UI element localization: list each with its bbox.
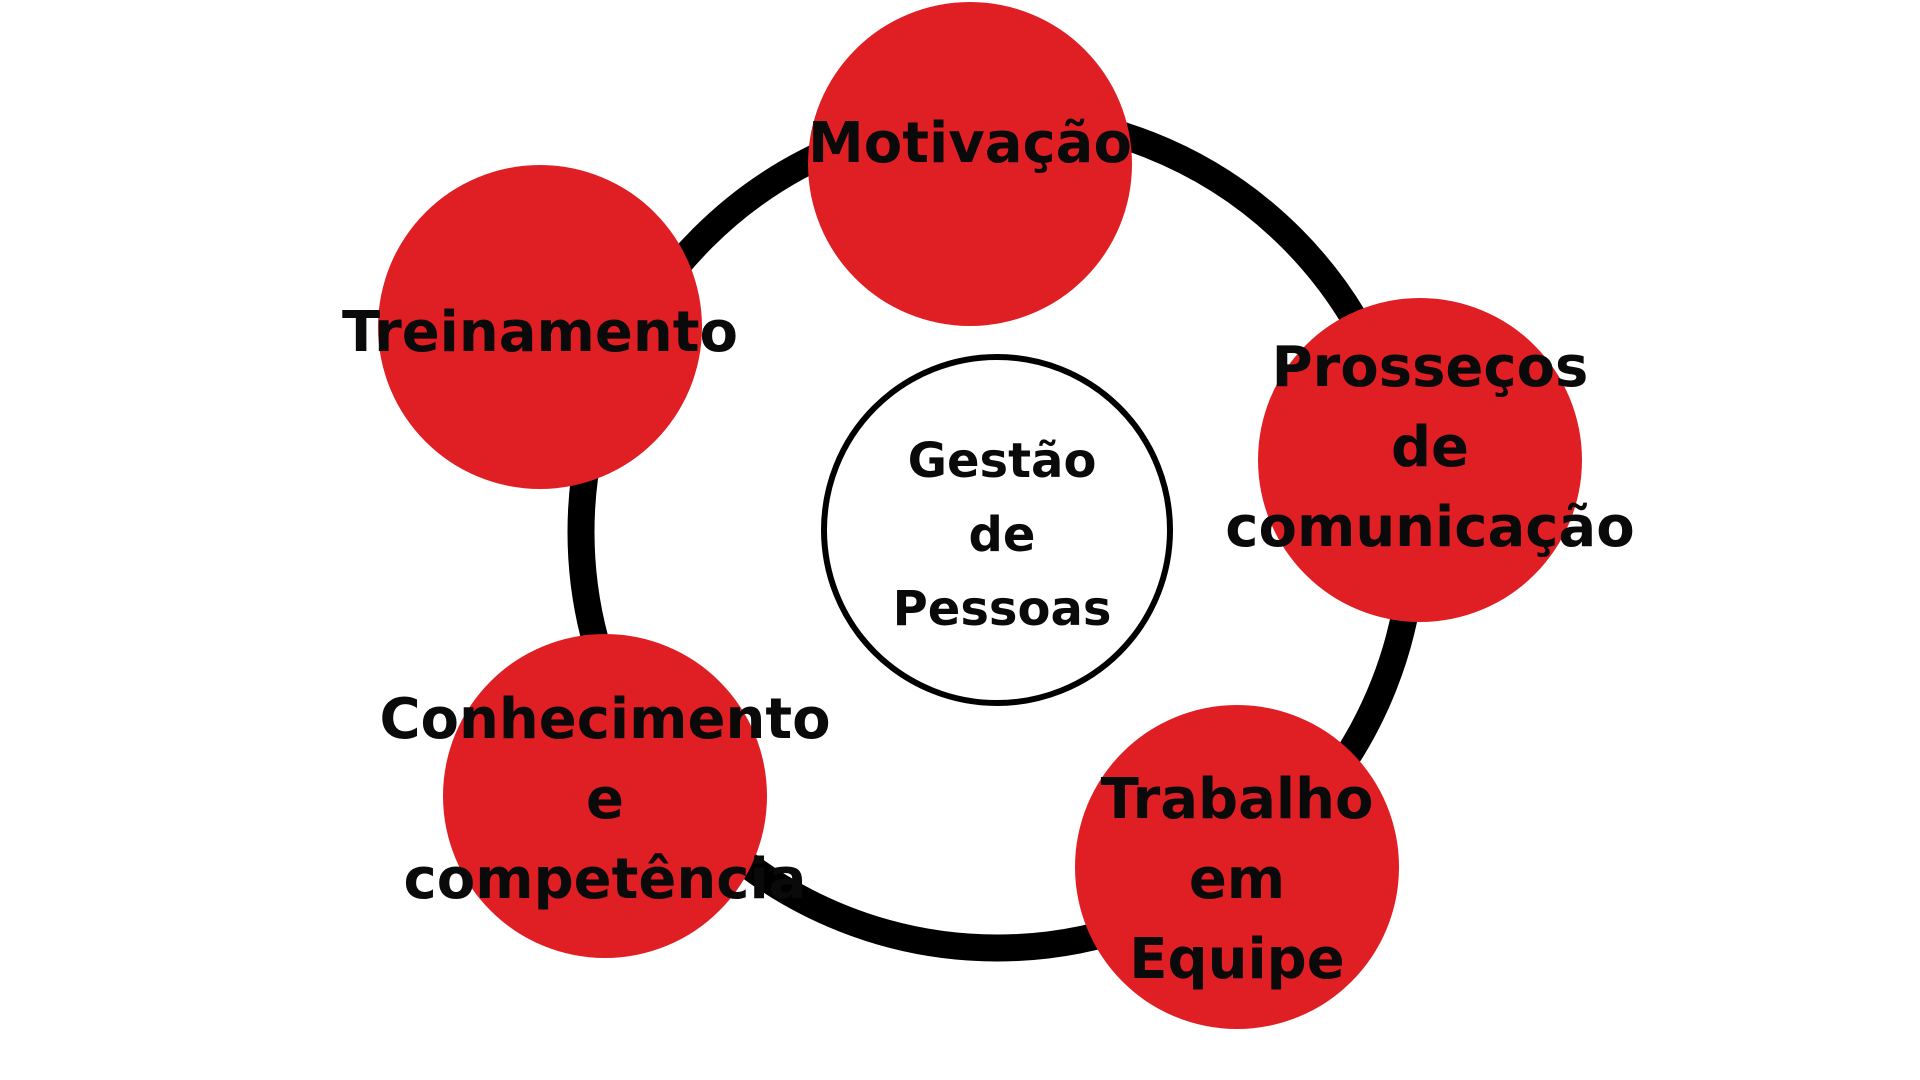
node-label-motivacao: Motivação	[770, 104, 1170, 184]
center-label-line: Pessoas	[892, 581, 1112, 637]
node-label-line: em	[1188, 847, 1286, 912]
node-circle-processos-de-comunicacao	[1258, 298, 1582, 622]
node-label-line: comunicação	[1225, 495, 1635, 560]
node-label-processos-de-comunicacao: Prosseços de comunicação	[1220, 328, 1640, 568]
center-label: Gestão de Pessoas	[847, 420, 1157, 650]
node-label-line: Motivação	[808, 111, 1132, 176]
center-label-line: Gestão	[907, 433, 1097, 489]
node-label-conhecimento-e-competencia: Conhecimento e competência	[379, 680, 830, 920]
node-label-line: Trabalho	[1100, 767, 1374, 832]
center-circle	[821, 354, 1173, 706]
node-label-line: Conhecimento	[379, 687, 831, 752]
node-circle-trabalho-em-equipe	[1075, 705, 1399, 1029]
node-label-line: Equipe	[1129, 927, 1345, 992]
node-label-line: e	[586, 767, 624, 832]
node-circle-treinamento	[378, 165, 702, 489]
node-label-line: de	[1390, 415, 1470, 480]
node-label-line: Prosseços	[1271, 335, 1589, 400]
node-label-trabalho-em-equipe: Trabalho em Equipe	[1037, 760, 1437, 1000]
node-label-line: competência	[403, 847, 807, 912]
node-label-line: Treinamento	[342, 300, 738, 365]
node-label-treinamento: Treinamento	[340, 293, 740, 373]
node-circle-conhecimento-e-competencia	[443, 634, 767, 958]
center-label-line: de	[968, 507, 1036, 563]
node-circle-motivacao	[808, 2, 1132, 326]
